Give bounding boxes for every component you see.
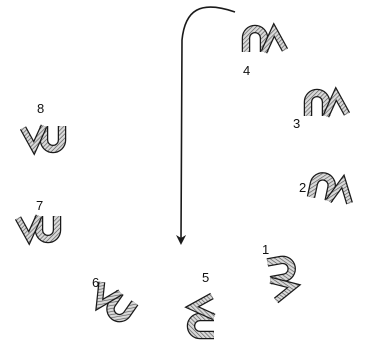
figure-label: 5 [202,270,209,285]
figure-6: 6 [90,275,135,322]
figure-label: 8 [37,101,44,116]
figure-4: 4 [243,29,285,78]
figure-7: 7 [18,198,57,239]
figure-label: 7 [36,198,43,213]
figure-8: 8 [23,101,62,149]
figure-2: 2 [299,175,354,206]
figure-5: 5 [191,270,214,335]
figure-1: 1 [262,242,297,301]
figure-label: 4 [243,63,250,78]
figure-label: 1 [262,242,269,257]
figure-label: 6 [92,275,99,290]
rotation-arrow [176,6,236,245]
figure-label: 2 [299,180,306,195]
figure-3: 3 [293,93,347,131]
figure-label: 3 [293,116,300,131]
